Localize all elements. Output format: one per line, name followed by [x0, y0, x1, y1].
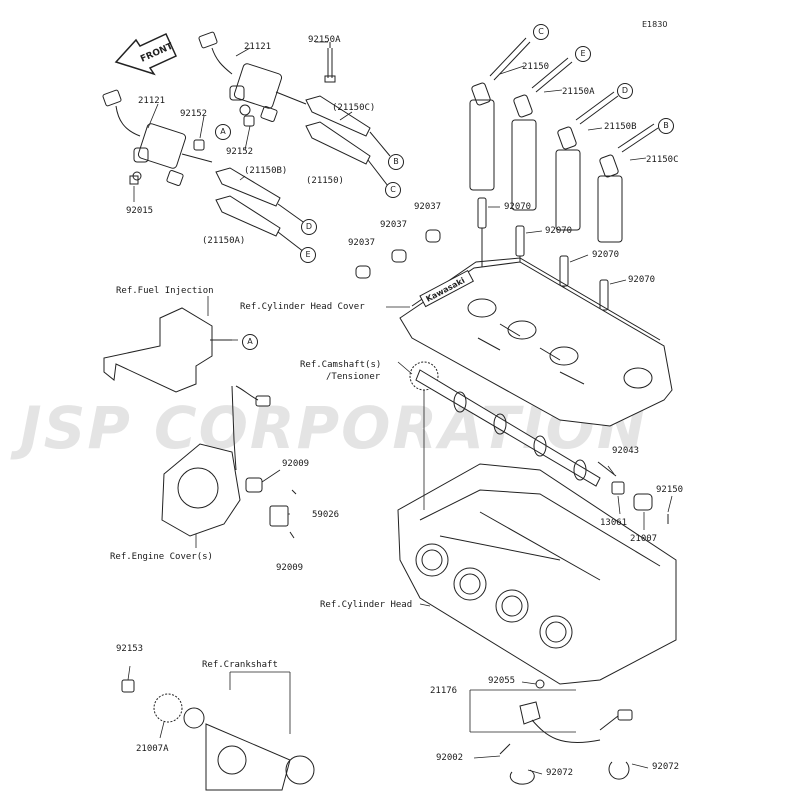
- cylinder-head-cover: Kawasaki: [399, 257, 673, 427]
- ignition-coil-upper: [198, 31, 307, 122]
- cylinder-head: [397, 463, 677, 685]
- ref-camshaft-line1: Ref.Camshaft(s): [300, 360, 382, 370]
- ref-engine-cover: Ref.Engine Cover(s): [110, 552, 213, 562]
- part-92070-1: 92070: [504, 202, 532, 212]
- part-21150b-paren: (21150B): [244, 166, 288, 176]
- part-21121-left: 21121: [138, 96, 166, 106]
- ref-cylinder-head: Ref.Cylinder Head: [320, 600, 413, 610]
- callout-c-mid: C: [385, 182, 401, 198]
- engine-cover-sensor: [161, 385, 297, 539]
- callout-b-mid: B: [388, 154, 404, 170]
- grommets-92037: [355, 229, 441, 279]
- part-92152-a: 92152: [180, 109, 208, 119]
- callout-d-mid: D: [301, 219, 317, 235]
- callout-a-bracket: A: [242, 334, 258, 350]
- part-21150c: 21150C: [646, 155, 679, 165]
- part-92002: 92002: [436, 753, 464, 763]
- spacer-92152: [129, 115, 255, 185]
- part-13061: 13061: [600, 518, 628, 528]
- part-92015: 92015: [126, 206, 154, 216]
- part-21121-upper: 21121: [244, 42, 272, 52]
- part-21007: 21007: [630, 534, 658, 544]
- camshaft: [409, 361, 601, 487]
- part-92152-b: 92152: [226, 147, 254, 157]
- figure-id: E1830: [642, 20, 668, 29]
- part-21176: 21176: [430, 686, 458, 696]
- crank-sensor: [499, 679, 633, 785]
- ignition-coil-left: [102, 89, 213, 186]
- callout-c-top: C: [533, 24, 549, 40]
- part-92043: 92043: [612, 446, 640, 456]
- part-21150: 21150: [522, 62, 550, 72]
- part-92070-2: 92070: [545, 226, 573, 236]
- part-92070-3: 92070: [592, 250, 620, 260]
- bolt-92150a: [324, 42, 336, 83]
- part-92070-4: 92070: [628, 275, 656, 285]
- ignition-lead-21150b: [555, 91, 619, 231]
- crankshaft: [121, 679, 315, 791]
- part-92055: 92055: [488, 676, 516, 686]
- part-21150-paren: (21150): [306, 176, 344, 186]
- part-92009-top: 92009: [282, 459, 310, 469]
- part-21150a: 21150A: [562, 87, 595, 97]
- callout-e-top: E: [575, 46, 591, 62]
- ref-fuel-injection: Ref.Fuel Injection: [116, 286, 214, 296]
- part-92009-bottom: 92009: [276, 563, 304, 573]
- part-92150a: 92150A: [308, 35, 341, 45]
- ignition-lead-21150c: [597, 123, 659, 243]
- ref-crankshaft: Ref.Crankshaft: [202, 660, 278, 670]
- callout-e-mid: E: [300, 247, 316, 263]
- part-92153: 92153: [116, 644, 144, 654]
- callout-a-left: A: [215, 124, 231, 140]
- part-92037-1: 92037: [414, 202, 442, 212]
- fuel-injection-bracket: [103, 307, 232, 393]
- part-92037-2: 92037: [380, 220, 408, 230]
- part-59026: 59026: [312, 510, 340, 520]
- cam-end-parts: [597, 461, 669, 524]
- part-21007a: 21007A: [136, 744, 169, 754]
- part-92150: 92150: [656, 485, 684, 495]
- plug-cap-boots-upper: [305, 95, 391, 187]
- front-arrow: FRONT: [114, 33, 177, 76]
- callout-b-top: B: [658, 118, 674, 134]
- part-21150a-paren: (21150A): [202, 236, 246, 246]
- leader-lines: [127, 41, 673, 775]
- part-92072-2: 92072: [652, 762, 680, 772]
- part-92072-1: 92072: [546, 768, 574, 778]
- plug-cap-boots-lower: [215, 167, 307, 253]
- ref-camshaft-line2: /Tensioner: [326, 372, 381, 382]
- ignition-lead-21150: [469, 37, 531, 191]
- callout-d-top: D: [617, 83, 633, 99]
- ref-cylinder-head-cover: Ref.Cylinder Head Cover: [240, 302, 365, 312]
- ignition-lead-21150a: [511, 57, 573, 211]
- part-92037-3: 92037: [348, 238, 376, 248]
- part-21150b: 21150B: [604, 122, 637, 132]
- part-21150c-paren: (21150C): [332, 103, 376, 113]
